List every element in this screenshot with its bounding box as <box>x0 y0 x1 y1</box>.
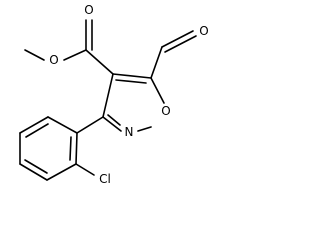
bond-aryl-3-4 <box>19 163 48 181</box>
bond-aryl-1-2-inner <box>69 136 72 161</box>
bond-aryl-2-3 <box>46 163 77 181</box>
bond-ester-carbon-oxygen <box>63 49 87 61</box>
chloro-label: Cl <box>99 172 111 186</box>
bond-c3-aryl <box>76 116 104 134</box>
bond-c4-c5 <box>112 73 152 79</box>
bond-n2-c3 <box>102 116 122 132</box>
bond-c4-c5-inner <box>115 79 147 84</box>
ester-oxygen-label: O <box>49 53 58 67</box>
bond-aryl-6-1 <box>47 116 78 134</box>
carbonyl-oxygen-label: O <box>84 3 93 17</box>
bond-aldehyde-carbonyl-double <box>164 35 197 53</box>
bond-c3-c4 <box>102 73 114 118</box>
bond-c5-aldehyde-carbon <box>150 46 163 79</box>
bond-n2-c3-inner <box>107 114 121 126</box>
bond-c5-o1 <box>150 77 165 104</box>
bond-ester-oxygen-methyl <box>24 49 45 61</box>
bond-aryl-chloro <box>75 163 95 176</box>
bond-aryl-1-2 <box>75 132 78 165</box>
bond-aryl-3-4-inner <box>24 159 48 174</box>
bond-o1-n2 <box>137 126 152 132</box>
ring-nitrogen-label: N <box>125 125 134 139</box>
molecule-structure: O O O O N Cl <box>19 3 209 186</box>
aldehyde-oxygen-label: O <box>199 24 208 38</box>
bond-aryl-5-6 <box>19 116 49 134</box>
bond-c4-ester-carbon <box>85 49 114 75</box>
bond-aryl-5-6-inner <box>25 123 49 138</box>
bond-aldehyde-carbonyl <box>161 30 194 48</box>
ring-oxygen-label: O <box>161 104 170 118</box>
